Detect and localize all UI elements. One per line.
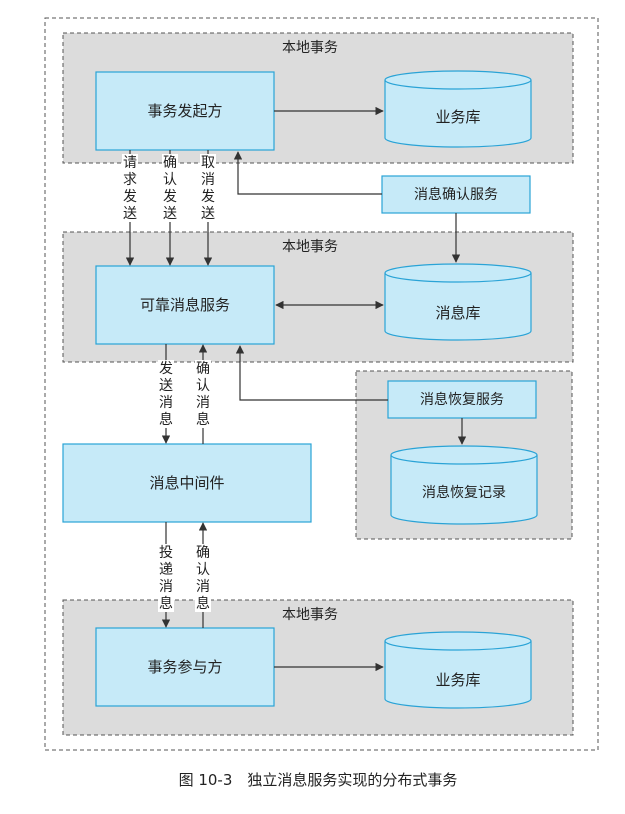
msg-recovery-service-box — [387, 380, 537, 419]
edge-recovery-service-to-reliable — [235, 345, 388, 401]
middleware-label: 消息中间件 — [149, 474, 224, 492]
outer-frame — [44, 17, 599, 751]
region-bottom-label: 本地事务 — [282, 607, 338, 623]
msg-confirm-service-label: 消息确认服务 — [414, 186, 498, 203]
msg-db-label: 消息库 — [435, 304, 480, 322]
business-db-top — [384, 70, 532, 148]
label-send-message: 发送消息 — [159, 361, 173, 428]
edge-label-background — [195, 544, 211, 612]
participant-box — [95, 627, 275, 707]
reliable-msg-service-label: 可靠消息服务 — [140, 296, 230, 314]
msg-recovery-record-label: 消息恢复记录 — [422, 484, 506, 501]
msg-db — [384, 263, 532, 341]
edge-label-background — [200, 154, 216, 222]
label-deliver-message: 投递消息 — [159, 545, 173, 612]
edge-label-background — [122, 154, 138, 222]
middleware-box — [62, 443, 312, 523]
reliable-msg-service-box — [95, 265, 275, 345]
edge-label-background — [195, 360, 211, 428]
label-confirm-send: 确认发送 — [163, 155, 177, 222]
label-confirm-message-1: 确认消息 — [196, 361, 210, 428]
initiator-box — [95, 71, 275, 151]
label-request-send: 请求发送 — [123, 155, 137, 222]
region-top-label: 本地事务 — [282, 40, 338, 56]
msg-confirm-service-box — [381, 175, 531, 214]
initiator-label: 事务发起方 — [147, 102, 222, 120]
region-middle-label: 本地事务 — [282, 239, 338, 255]
msg-recovery-record — [390, 445, 538, 525]
participant-label: 事务参与方 — [147, 658, 222, 676]
business-db-bottom-label: 业务库 — [435, 671, 480, 689]
edge-label-background — [158, 360, 174, 428]
msg-recovery-service-label: 消息恢复服务 — [420, 391, 504, 408]
label-confirm-message-2: 确认消息 — [196, 545, 210, 612]
label-cancel-send: 取消发送 — [201, 155, 215, 222]
edge-label-background — [158, 544, 174, 612]
business-db-top-label: 业务库 — [435, 108, 480, 126]
business-db-bottom — [384, 631, 532, 709]
edge-confirm-service-to-initiator — [233, 151, 382, 195]
figure-caption: 图 10-3 独立消息服务实现的分布式事务 — [179, 771, 458, 789]
edge-label-background — [162, 154, 178, 222]
